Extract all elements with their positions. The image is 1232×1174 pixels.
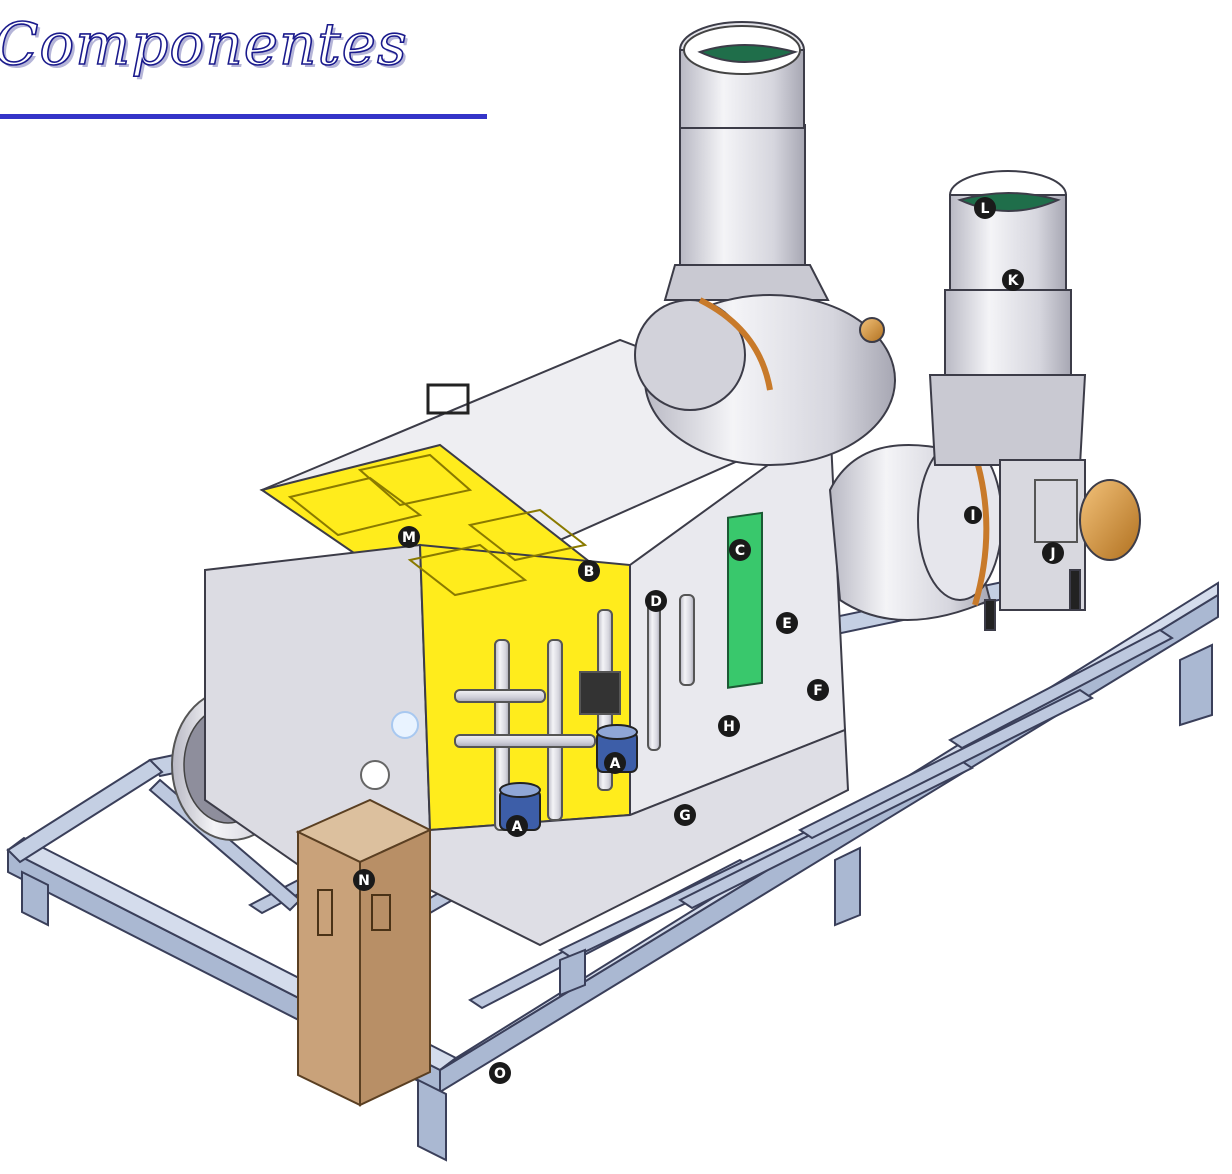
label-L: L [974,197,996,219]
viewport-glow [391,711,419,739]
label-F-text: F [813,683,823,699]
piping [454,594,695,831]
label-O: O [489,1062,511,1084]
label-A-1: A [506,815,528,837]
label-L-text: L [981,201,990,217]
label-C-text: C [735,543,745,559]
label-A-2-text: A [610,756,621,772]
label-B: B [578,560,600,582]
label-E: E [776,612,798,634]
label-G: G [674,804,696,826]
label-H: H [718,715,740,737]
label-M: M [398,526,420,548]
label-E-text: E [782,616,792,632]
title-underline [0,114,487,119]
label-B-text: B [584,564,595,580]
green-indicator [727,511,763,689]
label-F: F [807,679,829,701]
label-I: I [964,506,982,524]
label-O-text: O [494,1066,506,1082]
label-I-text: I [970,508,975,524]
label-M-text: M [402,530,416,546]
label-N: N [353,869,375,891]
page-title: Componentes [0,9,408,79]
viewport-port [360,760,390,790]
yellow-panel-detail [287,453,588,597]
label-A-2: A [604,752,626,774]
damper-top [697,44,799,63]
label-K: K [1002,269,1024,291]
label-H-text: H [723,719,735,735]
label-A-1-text: A [512,819,523,835]
label-N-text: N [358,873,370,889]
label-D-text: D [650,594,662,610]
label-D: D [645,590,667,612]
control-cabinet [295,798,433,1107]
fan-ducts [634,21,1141,631]
label-C: C [729,539,751,561]
label-J-text: J [1049,546,1055,562]
motor [1079,479,1141,561]
label-K-text: K [1008,273,1020,289]
callout-labels: A A B C D E F G H I J K L M N O [353,197,1064,1084]
label-J: J [1042,542,1064,564]
label-G-text: G [679,808,691,824]
